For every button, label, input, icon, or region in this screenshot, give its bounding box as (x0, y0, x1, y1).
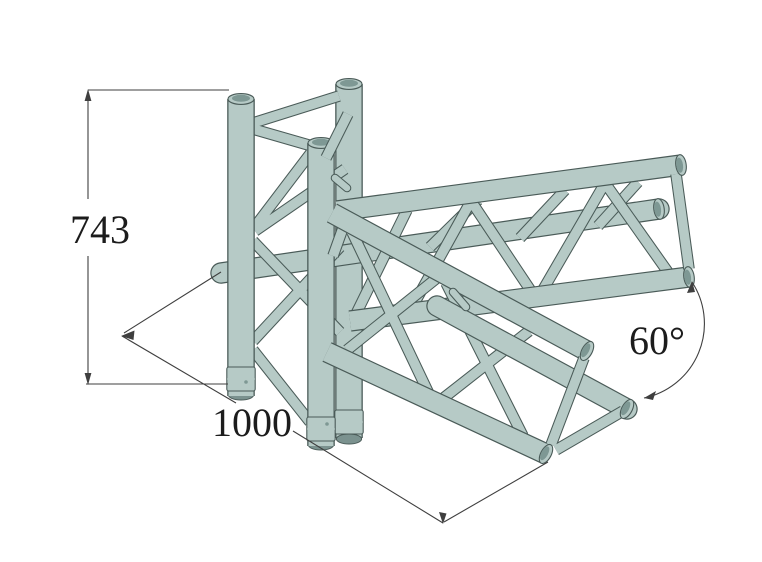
left-face-braces (248, 90, 349, 426)
arc-arrow-bottom-icon (644, 391, 656, 400)
vertical-chords-front (227, 99, 335, 446)
arm-angled-tube-ends (538, 340, 635, 465)
arm-right-end-brace (670, 173, 695, 270)
dimension-height (84, 89, 229, 385)
height-dimension-label: 743 (70, 207, 130, 252)
length-dimension-label: 1000 (212, 400, 292, 445)
arrow-up-icon (84, 89, 92, 101)
arrow-down-icon (84, 373, 92, 385)
coupler-back (334, 409, 364, 435)
arm-right-front-braces (349, 179, 675, 319)
vertical-tube-tops (227, 78, 363, 149)
dimension-length (121, 271, 549, 524)
arm-angled-end-braces (545, 355, 626, 456)
dimension-angle (643, 281, 705, 400)
dimension-annotations (84, 89, 705, 524)
tube-bottom-cap-back (335, 433, 363, 445)
arm-angled-braces (343, 229, 533, 439)
angle-dimension-label: 60° (629, 318, 685, 363)
arrow-right-icon (439, 512, 447, 524)
truss-structure (210, 78, 695, 465)
dimension-labels: 743 1000 60° (70, 207, 685, 445)
connector-pin-front (330, 173, 352, 193)
arm-angled-chords (322, 203, 638, 464)
coupler-front (306, 416, 336, 442)
arm-right-main-chords (335, 154, 691, 332)
arm-right-tube-ends (653, 154, 695, 288)
connector-pin-angled (448, 287, 471, 312)
coupler-left (226, 366, 256, 392)
arrow-left-icon (121, 330, 135, 340)
arc-arrow-top-icon (687, 281, 695, 293)
